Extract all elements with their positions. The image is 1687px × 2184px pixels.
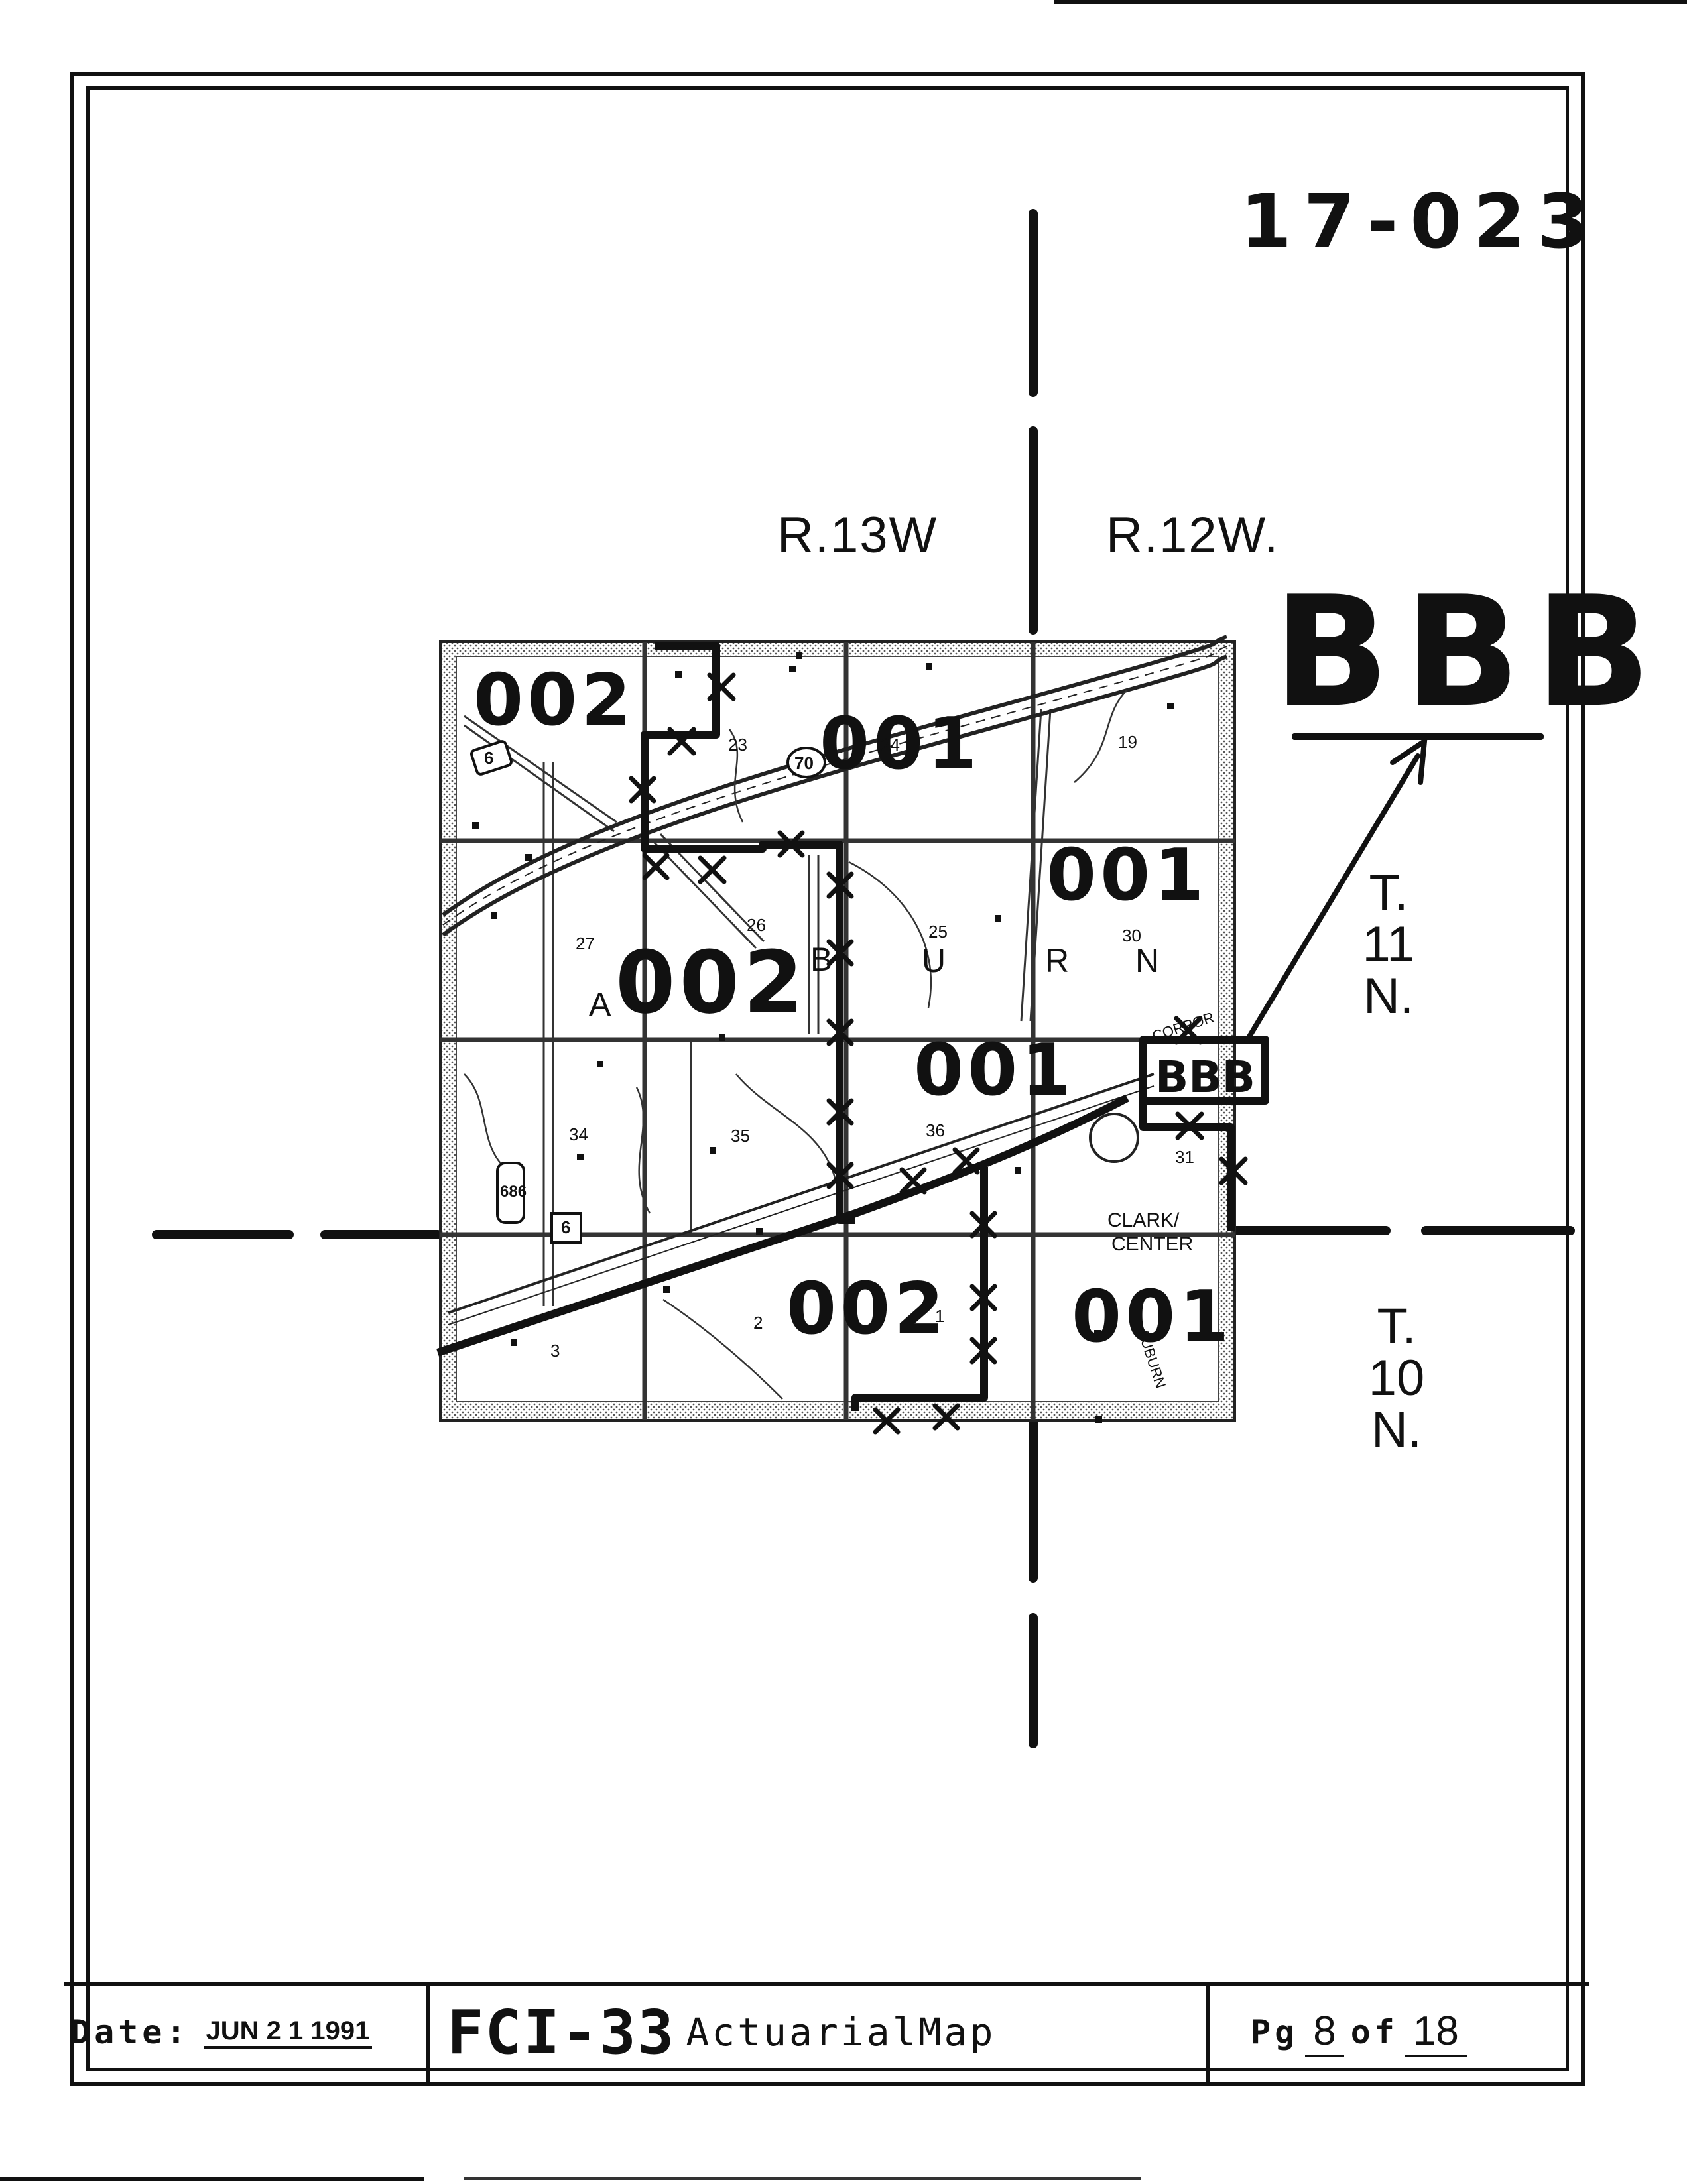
zone-label: 002	[786, 1268, 948, 1351]
township-label-south: T. 10 N.	[1368, 1298, 1425, 1458]
place-name: CLARK/	[1107, 1209, 1180, 1231]
section-number: 23	[728, 735, 747, 755]
township-letter: U	[922, 942, 946, 979]
section-number: 19	[1118, 732, 1137, 752]
section-number: 26	[747, 915, 766, 935]
section-number: 25	[928, 922, 948, 941]
place-name: CENTER	[1111, 1233, 1194, 1255]
title-block-rule	[64, 1982, 1589, 1986]
section-number: 24	[881, 735, 900, 755]
form-number: FCI-33	[447, 1996, 676, 2068]
route-shield-label: 6	[484, 748, 494, 768]
township-letter: R	[1045, 942, 1070, 979]
section-number: 35	[731, 1126, 750, 1146]
sheet-number: 17-023	[1240, 179, 1601, 265]
area-label-arrow	[1244, 735, 1428, 1044]
section-number: 2	[753, 1313, 763, 1333]
zone-label: 002	[473, 659, 635, 742]
township-letter: B	[810, 941, 833, 978]
inner-border	[86, 86, 1569, 2071]
township-label-north: T. 11 N.	[1362, 865, 1415, 1024]
area-label: BBB	[1273, 564, 1666, 741]
zone-label: 001	[1072, 1276, 1233, 1359]
zone-label: BBB	[1155, 1052, 1255, 1103]
page-total: 18	[1405, 2008, 1467, 2057]
range-label-west: R.13W	[777, 507, 938, 564]
zone-label: 001	[820, 703, 981, 786]
zone-label: 002	[615, 932, 808, 1033]
township-letter: N	[1135, 942, 1160, 979]
outer-border	[70, 72, 1585, 2086]
boundary-x-marks	[629, 672, 1248, 1435]
route-shield-label: 70	[794, 753, 814, 773]
section-number: 27	[576, 934, 595, 953]
zone-label: 001	[914, 1029, 1076, 1112]
section-number: 34	[569, 1124, 588, 1144]
route-shield-label: 6	[561, 1217, 571, 1237]
area-label-underline	[1292, 733, 1544, 740]
bottom-edge-rule	[464, 2177, 1141, 2180]
route-shield-label: 686	[500, 1183, 527, 1201]
zone-label: 001	[1046, 834, 1208, 917]
bottom-edge-rule	[0, 2177, 424, 2181]
title-block: Date: JUN 2 1 1991 FCI-33 ActuarialMap P…	[64, 1982, 1589, 2082]
section-number: 30	[1122, 926, 1141, 945]
page-separator: of	[1350, 2013, 1399, 2051]
range-label-east: R.12W.	[1106, 507, 1280, 564]
section-number: 36	[926, 1121, 945, 1140]
section-number: 3	[550, 1341, 560, 1361]
township-divider-horizontal	[152, 1226, 1575, 1239]
document-title: ActuarialMap	[686, 2010, 996, 2055]
township-letter: A	[589, 986, 611, 1023]
section-number: 1	[935, 1306, 945, 1326]
section-number: 31	[1175, 1147, 1194, 1167]
page-number: 8	[1305, 2008, 1344, 2057]
title-cell: FCI-33 ActuarialMap	[430, 1982, 1210, 2082]
date-cell: Date: JUN 2 1 1991	[64, 1982, 430, 2082]
date-label: Date:	[70, 2013, 190, 2051]
page-cell: Pg 8 of 18	[1210, 1982, 1589, 2082]
page-prefix: Pg	[1251, 2013, 1299, 2051]
top-edge-rule	[1054, 0, 1687, 4]
date-value: JUN 2 1 1991	[203, 2016, 373, 2049]
